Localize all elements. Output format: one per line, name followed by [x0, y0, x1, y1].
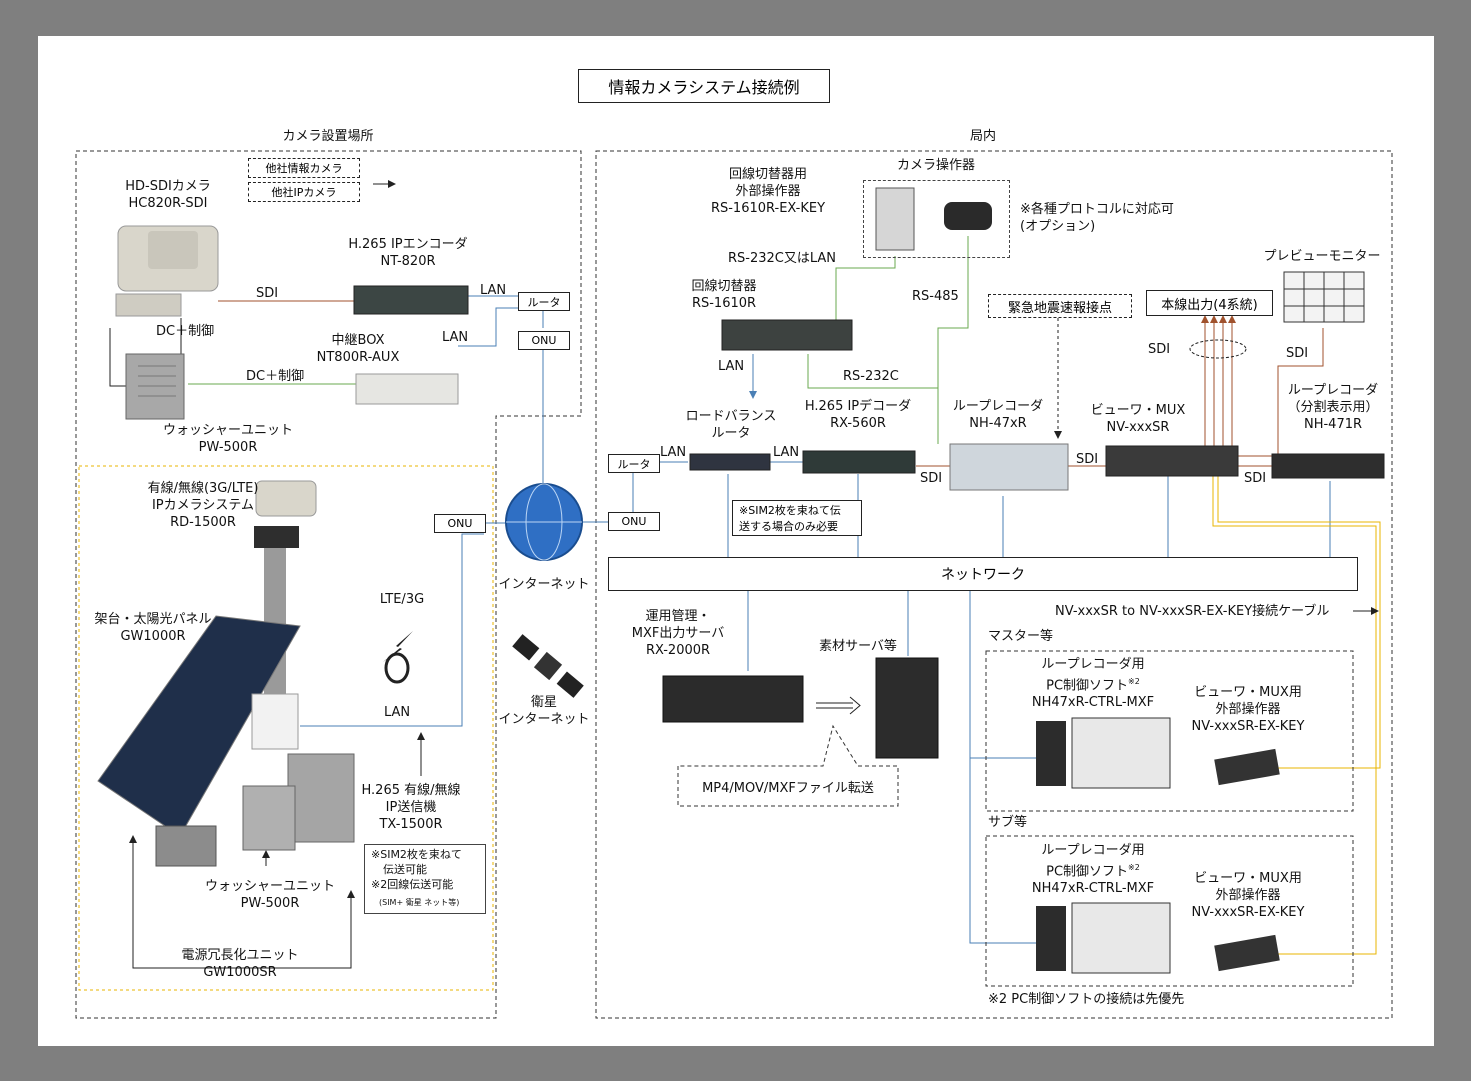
preview-monitor-label: プレビューモニター	[1263, 249, 1381, 264]
tx-note-box: ※SIM2枚を束ねて 伝送可能 ※2回線伝送可能 (SIM+ 衛星 ネット等)	[364, 844, 486, 914]
cam-ctrl-label: カメラ操作器	[896, 158, 976, 173]
onu-station: ONU	[608, 512, 660, 531]
sdi-label-site: SDI	[256, 286, 279, 301]
rs232-or-lan-label: RS-232C又はLAN	[728, 251, 837, 266]
diagram-title: 情報カメラシステム接続例	[578, 69, 830, 103]
onu-rd: ONU	[434, 514, 486, 533]
network-bar: ネットワーク	[608, 557, 1358, 591]
dc-ctrl-label-2: DC＋制御	[246, 369, 305, 384]
lte-label: LTE/3G	[379, 592, 425, 607]
washer-unit-shape	[125, 353, 185, 420]
internet-label: インターネット	[498, 577, 590, 592]
protocol-note: ※各種プロトコルに対応可(オプション)	[1020, 202, 1174, 234]
sdi-camera-shape	[115, 225, 219, 317]
pc-note: ※2 PC制御ソフトの接続は先優先	[988, 992, 1185, 1007]
rs232c-label: RS-232C	[843, 369, 899, 384]
router-station: ルータ	[608, 454, 660, 473]
lan-label-rd: LAN	[384, 705, 411, 720]
cable-note: NV-xxxSR to NV-xxxSR-EX-KEY接続ケーブル	[1055, 604, 1330, 619]
zone-site-label: カメラ設置場所	[282, 129, 374, 144]
lan-label-relay: LAN	[442, 330, 469, 345]
rs485-label: RS-485	[912, 289, 959, 304]
router-site: ルータ	[518, 292, 570, 311]
sdi-label-preview: SDI	[1286, 346, 1309, 361]
sdi-label-mux: SDI	[1244, 471, 1267, 486]
sdi-label-main: SDI	[1148, 342, 1171, 357]
eew-box: 緊急地震速報接点	[988, 294, 1132, 318]
sdi-label-dec: SDI	[920, 471, 943, 486]
other-info-camera: 他社情報カメラ	[248, 158, 360, 178]
cam-ctrl-box	[863, 180, 1010, 258]
sdi-label-rec: SDI	[1076, 452, 1099, 467]
master-label: マスター等	[988, 629, 1054, 644]
dc-ctrl-label-1: DC＋制御	[156, 324, 215, 339]
zone-station-label: 局内	[969, 129, 997, 144]
connection-lines	[75, 150, 1393, 1019]
lan-label-encoder: LAN	[480, 283, 507, 298]
material-server-label: 素材サーバ等	[819, 639, 897, 654]
lan-label-lb2: LAN	[773, 445, 800, 460]
lb-note-box: ※SIM2枚を束ねて伝送する場合のみ必要	[732, 500, 862, 536]
lan-label-switcher: LAN	[718, 359, 745, 374]
file-transfer-label: MP4/MOV/MXFファイル転送	[702, 781, 874, 796]
sub-label: サブ等	[988, 815, 1028, 830]
main-output-box: 本線出力(4系統)	[1146, 290, 1273, 316]
onu-site: ONU	[518, 331, 570, 350]
satellite-label: 衛星インターネット	[498, 695, 590, 727]
loop-recorder-split-label: ループレコーダ（分割表示用）NH-471R	[1287, 383, 1379, 432]
lan-label-lb1: LAN	[660, 445, 687, 460]
other-ip-camera: 他社IPカメラ	[248, 182, 360, 202]
lb-router-label: ロードバランスルータ	[685, 409, 777, 441]
diagram-sheet: 情報カメラシステム接続例 カメラ設置場所 局内 他社情報カメラ 他社IPカメラ …	[38, 36, 1434, 1046]
